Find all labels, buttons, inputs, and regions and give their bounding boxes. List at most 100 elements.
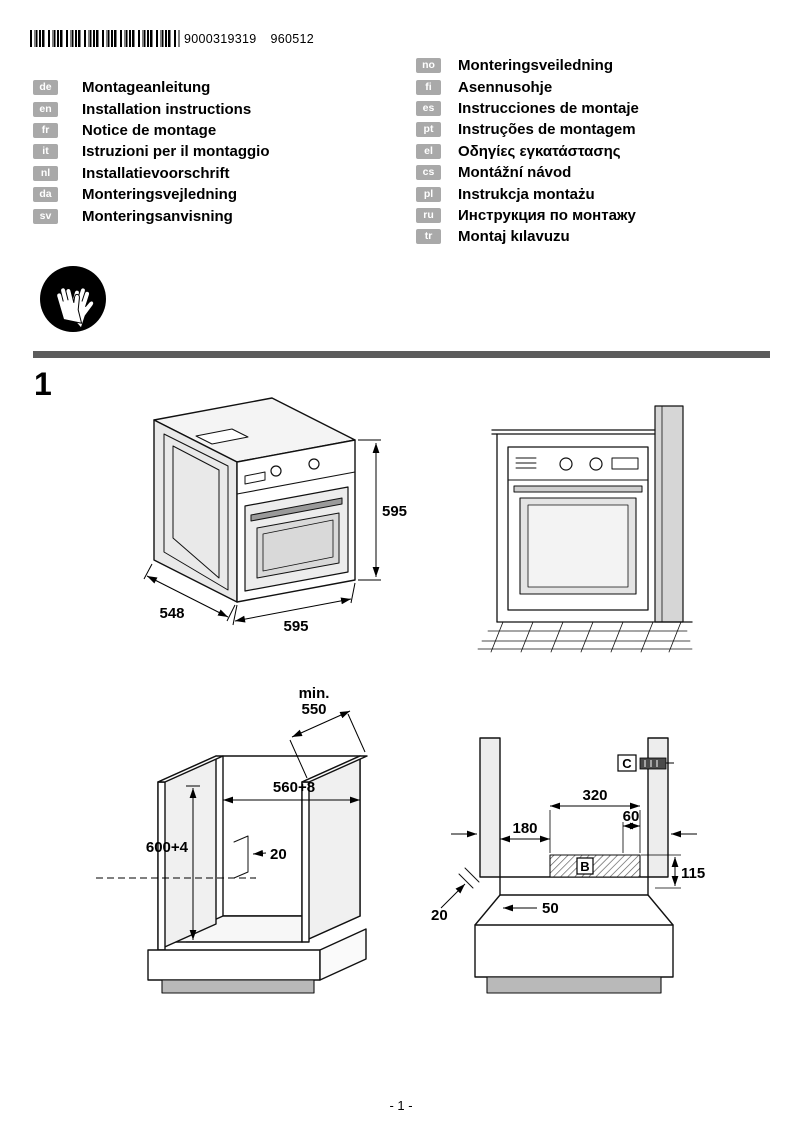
language-code-badge: de: [33, 80, 58, 96]
language-row: fr Notice de montage: [33, 121, 270, 139]
dim-offset-right: 60: [623, 808, 640, 825]
section-divider: [33, 351, 770, 358]
oven-knob: [270, 465, 282, 477]
wall: [654, 405, 684, 623]
language-code-badge: it: [33, 144, 58, 160]
oven-top-vent: [195, 428, 249, 445]
dim-oven-width: 595: [283, 618, 308, 635]
oven-display: [244, 471, 266, 485]
zone-b-label-box: B: [576, 857, 594, 875]
dim-top-width: 320: [582, 787, 607, 804]
plinth: [161, 979, 315, 994]
language-code-badge: fi: [416, 79, 441, 95]
language-title: Monteringsveiledning: [458, 57, 614, 75]
dim-rear-gap: 20: [270, 846, 287, 863]
language-code-badge: en: [33, 101, 58, 117]
left-side-wall: [479, 737, 501, 878]
language-code-badge: es: [416, 100, 441, 116]
oven-knob: [559, 457, 573, 471]
oven-door-window: [256, 512, 340, 579]
language-code-badge: pl: [416, 186, 441, 202]
dim-wall-setback: 20: [431, 907, 448, 924]
figure-niche-cross-section: B C 320 60 180 115 20 50: [431, 737, 705, 994]
figure-oven-installed: [477, 405, 693, 653]
clearance-zone-b: [549, 854, 641, 878]
language-row: no Monteringsveiledning: [416, 57, 639, 75]
language-row: da Monteringsvejledning: [33, 186, 270, 204]
language-row: tr Montaj kılavuzu: [416, 228, 639, 246]
language-row: cs Montážní návod: [416, 164, 639, 182]
oven-display: [611, 457, 639, 470]
niche-bottom-shelf: [499, 876, 649, 896]
right-side-wall: [647, 737, 669, 878]
language-title: Montageanleitung: [82, 79, 211, 97]
language-title: Instruções de montagem: [458, 121, 636, 139]
language-row: en Installation instructions: [33, 100, 270, 118]
language-code-badge: sv: [33, 208, 58, 224]
language-title: Installation instructions: [82, 100, 252, 118]
language-title: Monteringsvejledning: [82, 186, 238, 204]
dim-oven-depth: 548: [159, 605, 184, 622]
language-code-badge: fr: [33, 122, 58, 138]
oven-door-handle: [513, 485, 643, 493]
protective-gloves-icon: [40, 266, 106, 332]
label-b: B: [580, 859, 589, 874]
dim-oven-height: 595: [382, 503, 407, 520]
language-row: fi Asennusohje: [416, 78, 639, 96]
floor-tiles: [477, 621, 693, 653]
language-row: sv Monteringsanvisning: [33, 207, 270, 225]
right-panel-front-edge: [301, 781, 310, 943]
language-title: Monteringsanvisning: [82, 207, 233, 225]
language-code-badge: el: [416, 143, 441, 159]
language-row: pt Instruções de montagem: [416, 121, 639, 139]
language-row: pl Instrukcja montażu: [416, 185, 639, 203]
cabinet-base: [147, 949, 321, 981]
language-title: Инструкция по монтажу: [458, 206, 636, 224]
base-cabinet: [474, 924, 674, 978]
language-code-badge: cs: [416, 165, 441, 181]
figure-cabinet-niche: min. 550 560+8 600+4 20: [96, 685, 368, 994]
language-title: Asennusohje: [458, 78, 553, 96]
oven-door-window-inner: [262, 519, 334, 572]
language-code-badge: no: [416, 58, 441, 74]
language-row: it Istruzioni per il montaggio: [33, 143, 270, 161]
dim-niche-width: 560+8: [273, 779, 315, 796]
left-panel-front-edge: [157, 781, 166, 951]
language-code-badge: nl: [33, 165, 58, 181]
language-title: Instrukcja montażu: [458, 185, 595, 203]
plinth: [486, 976, 662, 994]
print-code: 960512: [270, 31, 315, 46]
oven-knob: [308, 458, 320, 470]
left-panel-top-edge: [157, 755, 224, 783]
dim-offset-bottom: 50: [542, 900, 559, 917]
oven-door-handle: [250, 497, 343, 522]
right-panel-top-edge: [301, 755, 368, 783]
cabinet-base-side: [319, 928, 367, 981]
figure-oven-dimensions: 595 595 548: [143, 397, 407, 635]
language-title: Montážní návod: [458, 164, 572, 182]
barcode-number: 9000319319: [184, 31, 257, 46]
language-code-badge: da: [33, 187, 58, 203]
language-title: Istruzioni per il montaggio: [82, 143, 270, 161]
language-title: Montaj kılavuzu: [458, 228, 570, 246]
language-code-badge: ru: [416, 207, 441, 223]
oven-side-panel-line: [163, 433, 229, 591]
language-code-badge: pt: [416, 122, 441, 138]
barcode: 9000319319 960512: [30, 30, 314, 47]
language-code-badge: tr: [416, 229, 441, 245]
language-title: Notice de montage: [82, 121, 217, 139]
dim-niche-depth-min-value: 550: [301, 701, 326, 718]
barcode-bars-icon: [30, 30, 180, 47]
label-c: C: [622, 756, 632, 771]
language-list-left: de Montageanleitung en Installation instru…: [33, 79, 270, 230]
language-row: de Montageanleitung: [33, 79, 270, 97]
language-row: ru Инструкция по монтажу: [416, 206, 639, 224]
mains-plug-icon: [639, 757, 667, 770]
dim-niche-depth-min-label: min.: [299, 685, 330, 702]
dim-niche-height: 600+4: [146, 839, 189, 856]
language-title: Οδηγίες εγκατάστασης: [458, 142, 621, 160]
